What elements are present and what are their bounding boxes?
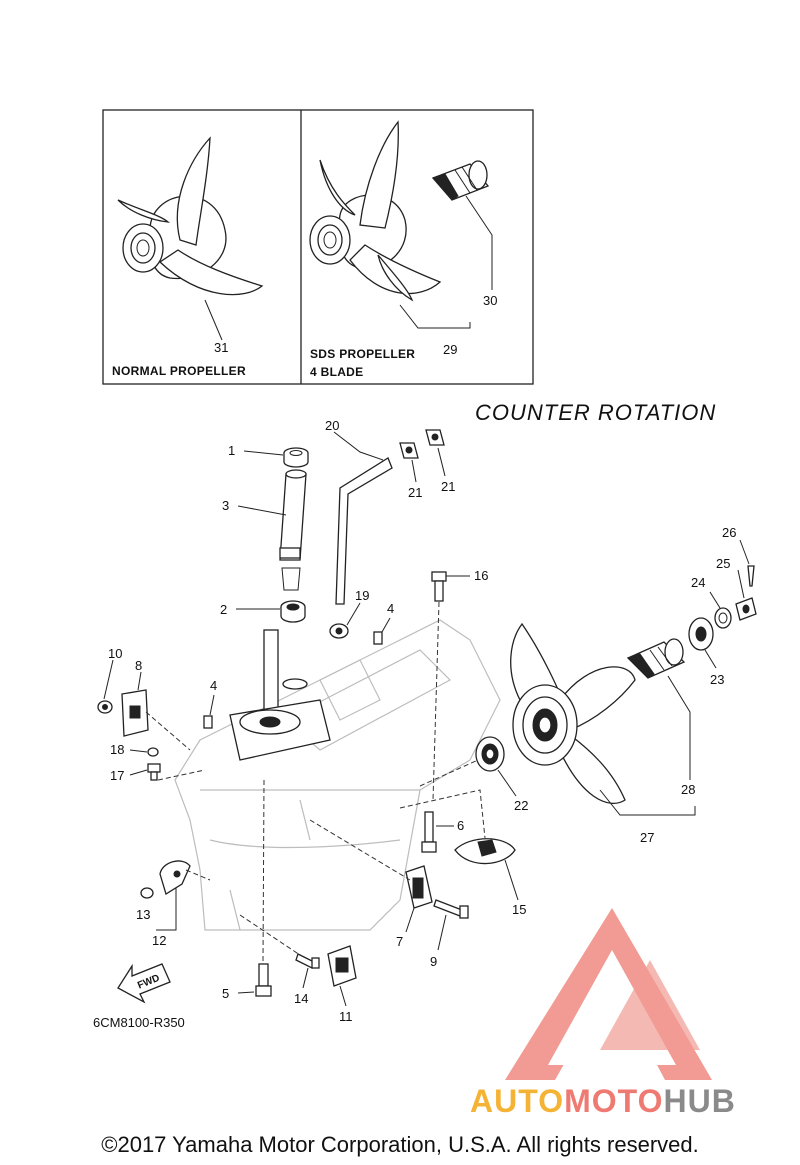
lower-case-outline <box>174 619 501 931</box>
part-1-grommet <box>283 447 309 468</box>
normal-propeller-label: NORMAL PROPELLER <box>112 364 246 378</box>
part-5-bolt <box>255 963 272 997</box>
part-4-dowel-upper <box>373 631 383 645</box>
callout-3: 3 <box>222 498 229 513</box>
part-22-seal <box>475 736 505 772</box>
drive-shaft-pump <box>229 629 331 761</box>
callout-19: 19 <box>355 588 369 603</box>
callout-8: 8 <box>135 658 142 673</box>
fwd-arrow-icon <box>117 963 171 1004</box>
watermark-text: AUTOMOTOHUB <box>470 1083 736 1119</box>
watermark-moto: MOTO <box>564 1083 663 1119</box>
part-21-clip-right <box>425 429 445 446</box>
part-18-washer <box>147 747 159 757</box>
watermark-hub: HUB <box>663 1083 735 1119</box>
part-4-dowel-lower <box>203 715 213 729</box>
part-2-grommet <box>280 600 306 623</box>
callout-21-left: 21 <box>408 485 422 500</box>
sds-propeller-drawing <box>309 120 493 329</box>
part-8-plate <box>121 689 149 737</box>
callout-24: 24 <box>691 575 705 590</box>
sds-bushing <box>431 160 490 201</box>
part-10-nut <box>97 700 113 714</box>
callout-14: 14 <box>294 991 308 1006</box>
propeller-inset: 31 NORMAL PROPELLER 30 29 SDS PR <box>102 109 534 385</box>
callout-12: 12 <box>152 933 166 948</box>
callout-20: 20 <box>325 418 339 433</box>
callout-15: 15 <box>512 902 526 917</box>
callout-31: 31 <box>214 340 228 355</box>
part-24-washer <box>714 607 732 629</box>
callout-6: 6 <box>457 818 464 833</box>
callout-23: 23 <box>710 672 724 687</box>
callout-7: 7 <box>396 934 403 949</box>
part-16-bolt <box>431 571 447 602</box>
callout-1: 1 <box>228 443 235 458</box>
callout-9: 9 <box>430 954 437 969</box>
part-6-bolt <box>421 811 437 853</box>
part-17-plug <box>147 763 161 781</box>
normal-propeller-drawing <box>117 136 264 341</box>
sds-propeller-label-line2: 4 BLADE <box>310 365 363 379</box>
watermark-auto: AUTO <box>470 1083 564 1119</box>
part-25-nut <box>735 597 757 621</box>
callout-26: 26 <box>722 525 736 540</box>
part-7-anode <box>405 865 433 909</box>
part-14-screw <box>295 953 320 969</box>
callout-5: 5 <box>222 986 229 1001</box>
part-21-clip-left <box>399 442 419 459</box>
callout-27: 27 <box>640 830 654 845</box>
part-28-bushing <box>626 638 686 679</box>
automotohub-logo <box>505 908 712 1080</box>
callout-16: 16 <box>474 568 488 583</box>
part-26-cotter-pin <box>747 565 755 587</box>
part-23-spacer <box>688 617 714 651</box>
callout-29: 29 <box>443 342 457 357</box>
callout-18: 18 <box>110 742 124 757</box>
part-3-water-tube <box>279 469 307 591</box>
callout-13: 13 <box>136 907 150 922</box>
rotation-title: COUNTER ROTATION <box>475 400 716 425</box>
part-27-propeller <box>510 622 636 804</box>
callout-28: 28 <box>681 782 695 797</box>
part-12-clamp <box>159 860 191 896</box>
part-11-cover <box>327 945 357 987</box>
copyright: ©2017 Yamaha Motor Corporation, U.S.A. A… <box>101 1132 698 1157</box>
sds-propeller-label-line1: SDS PROPELLER <box>310 347 415 361</box>
part-19-seal <box>329 623 349 639</box>
part-9-bolt <box>433 899 469 919</box>
callout-11: 11 <box>339 1009 353 1024</box>
callout-10: 10 <box>108 646 122 661</box>
callout-2: 2 <box>220 602 227 617</box>
callout-30: 30 <box>483 293 497 308</box>
callout-22: 22 <box>514 798 528 813</box>
part-13-nut <box>140 887 154 899</box>
callout-25: 25 <box>716 556 730 571</box>
part-15-anode <box>454 838 516 865</box>
part-20-shift-rod <box>335 457 393 605</box>
diagram-code: 6CM8100-R350 <box>93 1015 185 1030</box>
callout-17: 17 <box>110 768 124 783</box>
callout-21-right: 21 <box>441 479 455 494</box>
callout-4-upper: 4 <box>387 601 394 616</box>
callout-4-lower: 4 <box>210 678 217 693</box>
